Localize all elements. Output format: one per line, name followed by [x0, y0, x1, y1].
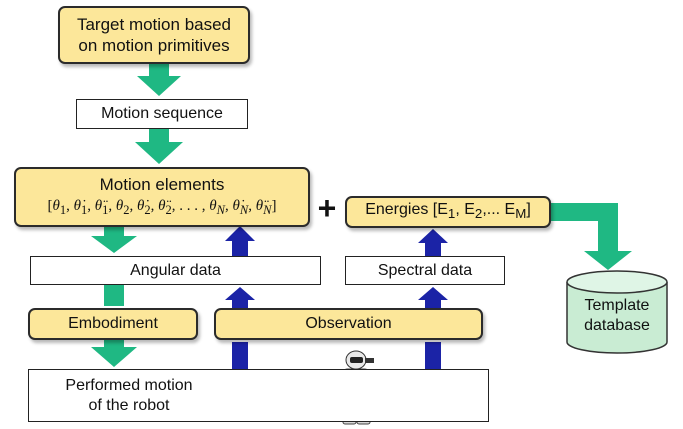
spectral-data-label: Spectral data	[377, 261, 473, 279]
energies-box: Energies [E1, E2,... EM]	[345, 196, 551, 228]
angular-data-label: Angular data	[130, 261, 221, 279]
template-database-label: Template database	[584, 297, 650, 334]
target-motion-line1: Target motion based	[76, 15, 232, 34]
arrow-angular-to-elements	[225, 226, 255, 256]
target-motion-box: Target motion based on motion primitives	[58, 6, 250, 64]
arrow-performed-to-observation-right	[425, 342, 441, 369]
arrow-performed-to-observation	[232, 342, 248, 369]
performed-motion-label: Performed motion of the robot	[65, 376, 193, 414]
energies-label: Energies [E1, E2,... EM]	[365, 200, 531, 222]
motion-elements-box: Motion elements [θ1, θ̇1, θ̈1, θ2, θ̇2, …	[14, 167, 310, 227]
observation-box: Observation	[214, 308, 483, 340]
angular-data-box: Angular data	[30, 256, 321, 285]
arrow-spectral-to-energies	[418, 229, 448, 256]
template-database-icon	[566, 270, 668, 354]
observation-label: Observation	[305, 315, 392, 332]
plus-sign: +	[317, 190, 337, 226]
arrow-observation-to-spectral	[418, 287, 448, 308]
embodiment-box: Embodiment	[28, 308, 198, 340]
arrow-energies-to-database	[551, 203, 632, 270]
arrow-elements-to-angular	[91, 227, 137, 253]
arrow-angular-to-embodiment	[104, 285, 124, 306]
motion-sequence-label: Motion sequence	[101, 105, 223, 122]
arrow-target-to-sequence	[137, 64, 181, 96]
arrow-sequence-to-elements	[135, 129, 183, 164]
motion-elements-title: Motion elements	[99, 175, 225, 194]
motion-sequence-box: Motion sequence	[76, 99, 248, 129]
embodiment-label: Embodiment	[68, 315, 158, 332]
performed-motion-box: Performed motion of the robot	[28, 369, 489, 422]
arrow-observation-to-angular	[225, 287, 255, 308]
target-motion-line2: on motion primitives	[78, 36, 230, 55]
motion-elements-formula: [θ1, θ̇1, θ̈1, θ2, θ̇2, θ̈2, . . . , θN,…	[47, 198, 277, 217]
spectral-data-box: Spectral data	[345, 256, 505, 285]
arrow-embodiment-to-performed	[91, 340, 137, 367]
